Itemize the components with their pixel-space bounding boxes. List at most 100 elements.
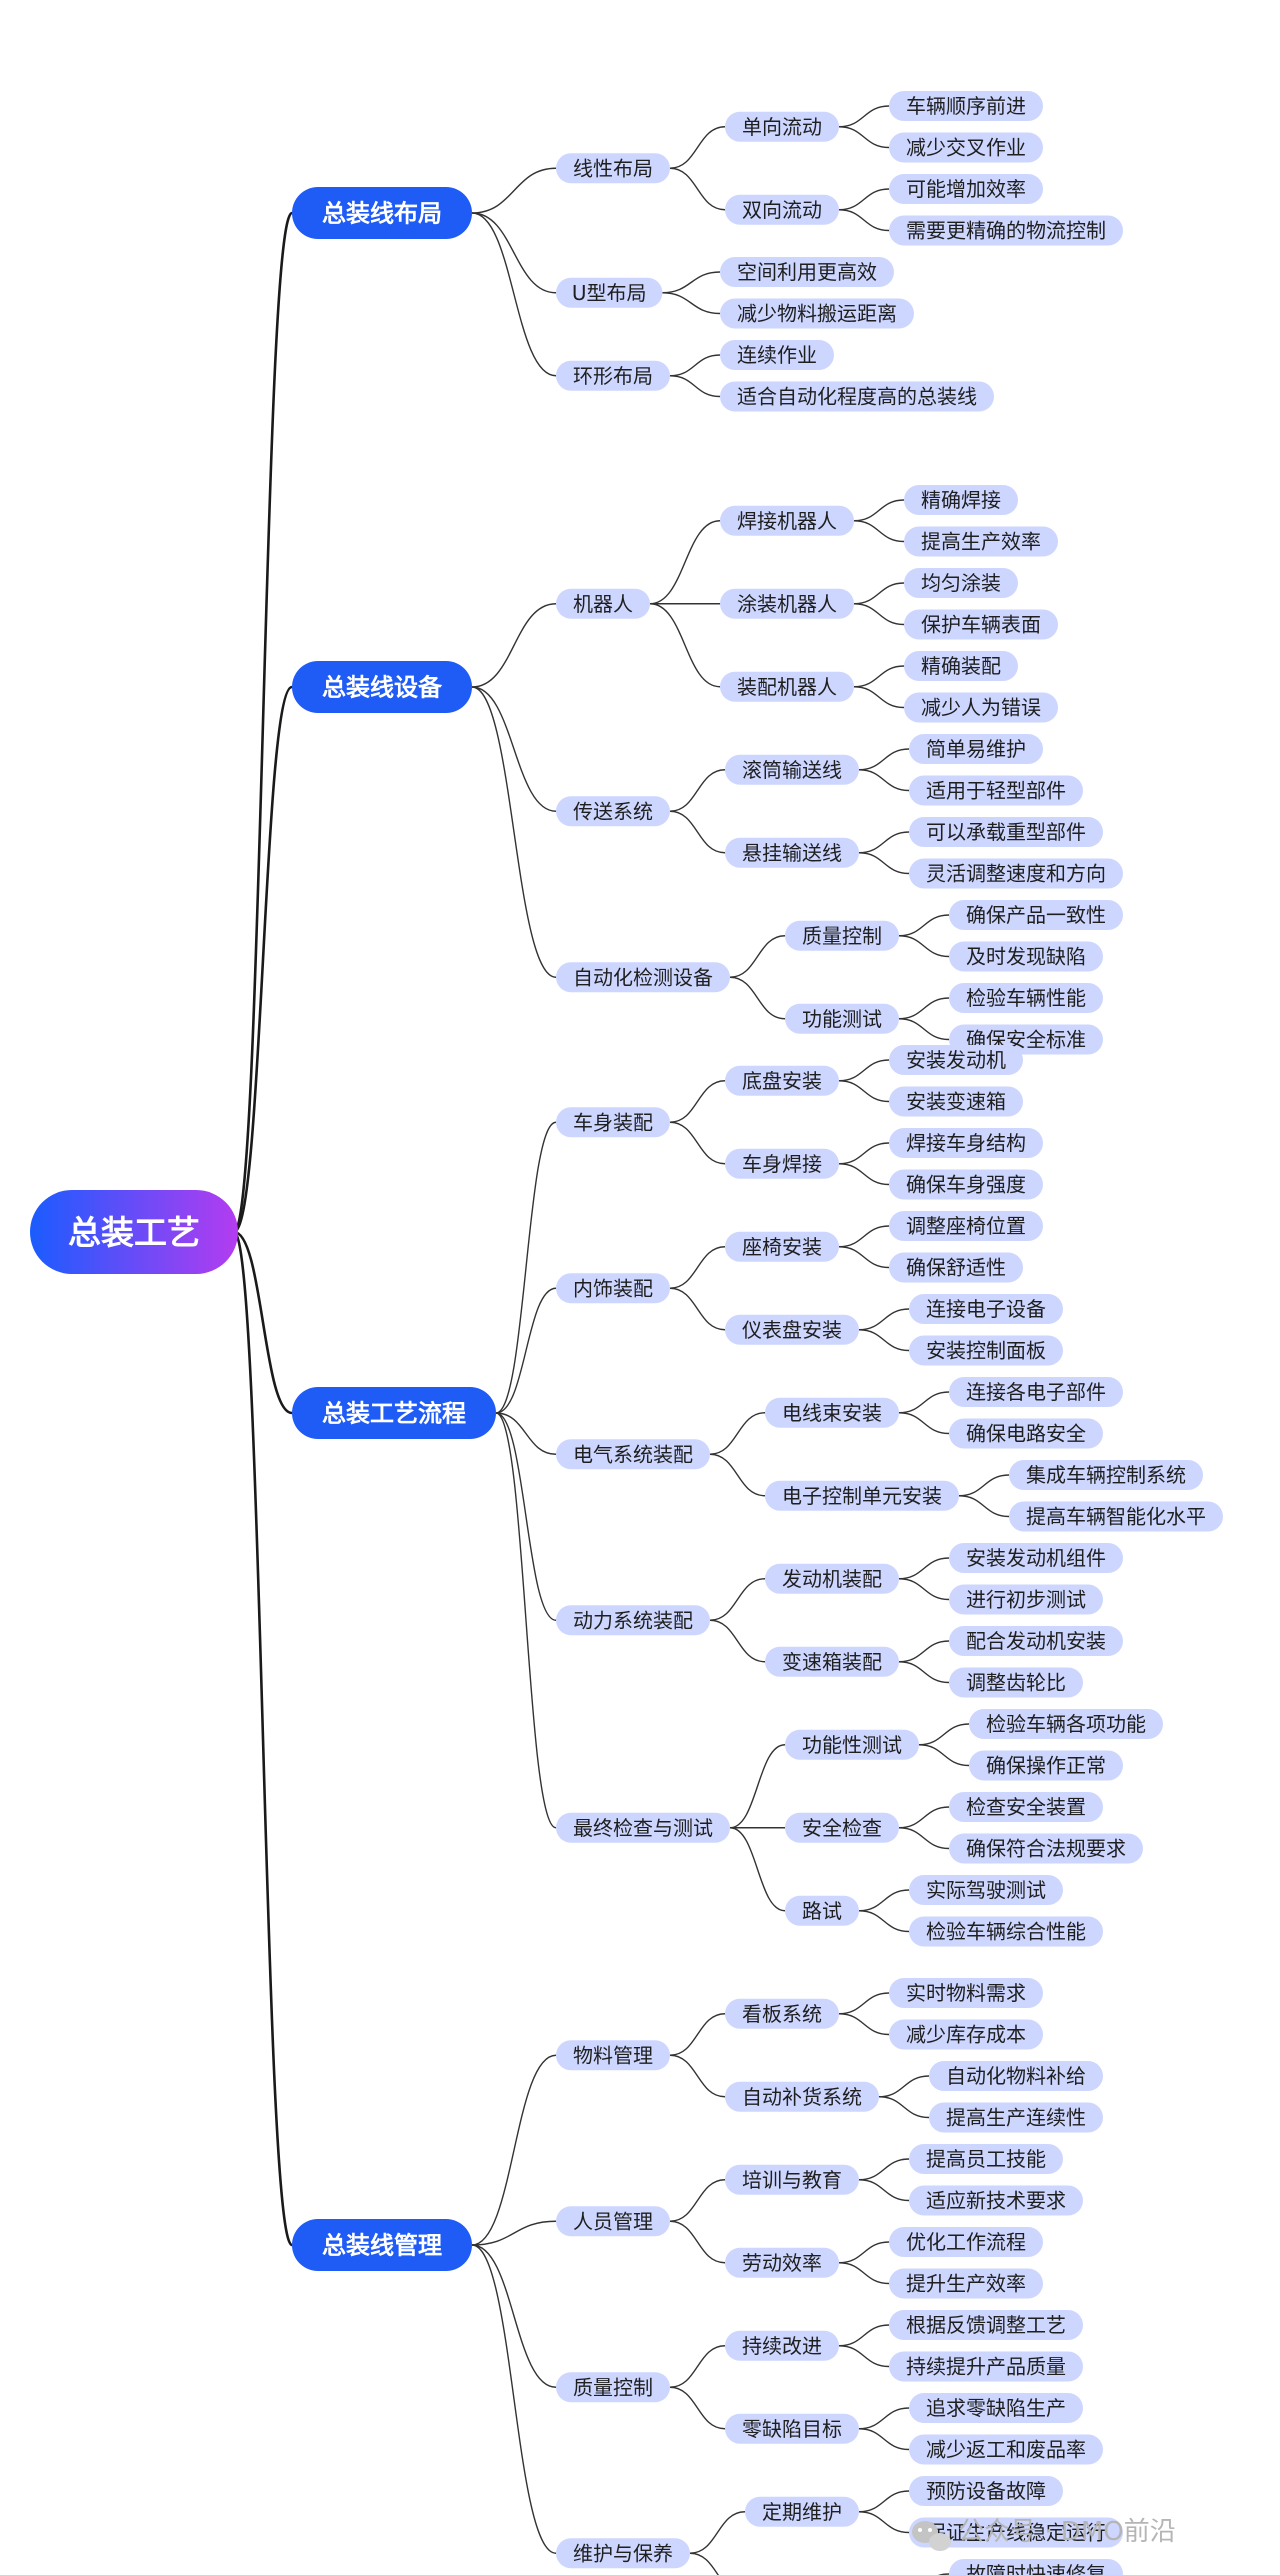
connector-line — [898, 1661, 950, 1684]
leaf-node: 减少人为错误 — [904, 692, 1058, 723]
leaf-node-bg — [909, 2393, 1083, 2423]
subtopic-node: 培训与教育 — [725, 2164, 859, 2195]
leaf-node: 检验车辆各项功能 — [969, 1709, 1163, 1739]
leaf-node-bg — [889, 174, 1043, 204]
subtopic-node-bg — [725, 2330, 839, 2361]
leaf-node-label: 适应新技术要求 — [926, 2189, 1066, 2213]
leaf-node: 提高生产连续性 — [929, 2102, 1103, 2133]
leaf-node: 连续作业 — [720, 340, 834, 370]
leaf-node: 提高生产效率 — [904, 526, 1058, 557]
wechat-icon — [912, 2521, 951, 2551]
leaf-node-label: 简单易维护 — [926, 737, 1026, 761]
leaf-node-label: 确保产品一致性 — [966, 903, 1106, 927]
connector-line — [858, 2428, 910, 2451]
leaf-node-bg — [909, 817, 1103, 847]
leaf-node: 确保产品一致性 — [949, 900, 1123, 930]
leaf-node: 简单易维护 — [909, 734, 1043, 764]
connector-line — [838, 105, 890, 128]
leaf-node-bg — [889, 2310, 1083, 2340]
connector-line — [838, 2262, 890, 2285]
leaf-node: 适应新技术要求 — [909, 2185, 1083, 2216]
topic-node-bg — [556, 2206, 670, 2237]
leaf-node: 减少物料搬运距离 — [720, 298, 914, 329]
subtopic-node-label: 看板系统 — [742, 2002, 822, 2026]
connector-line — [495, 1412, 557, 1621]
topic-node-label: 维护与保养 — [573, 2541, 673, 2565]
connector-line — [858, 2490, 910, 2513]
connector-line — [853, 665, 905, 688]
subtopic-node: 零缺陷目标 — [725, 2413, 859, 2444]
connector-line — [669, 2220, 726, 2264]
leaf-node-bg — [949, 1626, 1123, 1656]
subtopic-node: 持续改进 — [725, 2330, 839, 2361]
leaf-node: 实时物料需求 — [889, 1978, 1043, 2008]
topic-node: 传送系统 — [556, 796, 670, 827]
leaf-node-bg — [889, 91, 1043, 121]
leaf-node: 确保电路安全 — [949, 1418, 1103, 1449]
leaf-node-label: 连接电子设备 — [926, 1297, 1046, 1321]
leaf-node-label: 可能增加效率 — [906, 177, 1026, 201]
topic-node-bg — [556, 1273, 670, 1304]
leaf-node: 保证生产线稳定运行 — [909, 2517, 1123, 2548]
leaf-node-bg — [889, 1169, 1043, 1200]
subtopic-node: 发动机装配 — [765, 1563, 899, 1594]
connector-line — [898, 914, 950, 937]
connector-line — [858, 748, 910, 771]
subtopic-node-label: 焊接机器人 — [737, 509, 837, 533]
connector-line — [471, 2220, 557, 2246]
subtopic-node-label: 单向流动 — [742, 115, 822, 139]
leaf-node-bg — [949, 983, 1103, 1013]
subtopic-node-bg — [725, 2413, 859, 2444]
connector-line — [838, 126, 890, 149]
leaf-node-label: 车辆顺序前进 — [906, 94, 1026, 118]
leaf-node-bg — [889, 1086, 1023, 1117]
connector-line — [669, 375, 721, 398]
connector-line — [898, 1412, 950, 1435]
leaf-node: 减少交叉作业 — [889, 132, 1043, 163]
leaf-node-label: 适用于轻型部件 — [926, 779, 1066, 803]
leaf-node-label: 空间利用更高效 — [737, 260, 877, 284]
subtopic-node: 底盘安装 — [725, 1065, 839, 1096]
leaf-node-bg — [904, 609, 1058, 640]
leaf-node: 提高车辆智能化水平 — [1009, 1501, 1223, 1532]
subtopic-node: 电子控制单元安装 — [765, 1480, 959, 1511]
branch-node-label: 总装线管理 — [322, 2232, 442, 2260]
connector-line — [838, 209, 890, 232]
leaf-node: 适合自动化程度高的总装线 — [720, 381, 994, 412]
subtopic-node-bg — [765, 1563, 899, 1594]
topic-node: 自动化检测设备 — [556, 962, 730, 993]
leaf-node: 均匀涂装 — [904, 568, 1018, 598]
connector-line — [471, 2054, 557, 2246]
connector-line — [838, 1163, 890, 1186]
leaf-node-label: 追求零缺陷生产 — [926, 2396, 1066, 2420]
subtopic-node: 装配机器人 — [720, 671, 854, 702]
topic-node-label: 车身装配 — [573, 1110, 653, 1134]
subtopic-node: 劳动效率 — [725, 2247, 839, 2278]
subtopic-node: 功能测试 — [785, 1003, 899, 1034]
connector-line — [858, 831, 910, 854]
connector-line — [669, 2179, 726, 2222]
leaf-node-bg — [969, 1750, 1123, 1781]
leaf-node-bg — [904, 692, 1058, 723]
connector-line — [898, 1391, 950, 1414]
leaf-node-label: 减少人为错误 — [921, 696, 1041, 720]
leaf-node-label: 需要更精确的物流控制 — [906, 219, 1106, 243]
subtopic-node: 悬挂输送线 — [725, 837, 859, 868]
subtopic-node-label: 涂装机器人 — [737, 592, 837, 616]
topic-node-label: 最终检查与测试 — [573, 1816, 713, 1840]
subtopic-node: 车身焊接 — [725, 1148, 839, 1179]
leaf-node: 减少库存成本 — [889, 2019, 1043, 2050]
connector-line — [898, 1018, 950, 1041]
connector-line — [669, 2013, 726, 2056]
leaf-node: 精确焊接 — [904, 485, 1018, 515]
subtopic-node-bg — [725, 194, 839, 225]
leaf-node-label: 实时物料需求 — [906, 1981, 1026, 2005]
topic-node: 维护与保养 — [556, 2538, 690, 2569]
leaf-node-bg — [909, 2144, 1063, 2174]
connector-line — [853, 603, 905, 626]
leaf-node-label: 集成车辆控制系统 — [1026, 1463, 1186, 1487]
leaf-node-label: 确保舒适性 — [906, 1256, 1006, 1280]
leaf-node-label: 确保符合法规要求 — [966, 1837, 1126, 1861]
connector-line — [898, 1806, 950, 1829]
